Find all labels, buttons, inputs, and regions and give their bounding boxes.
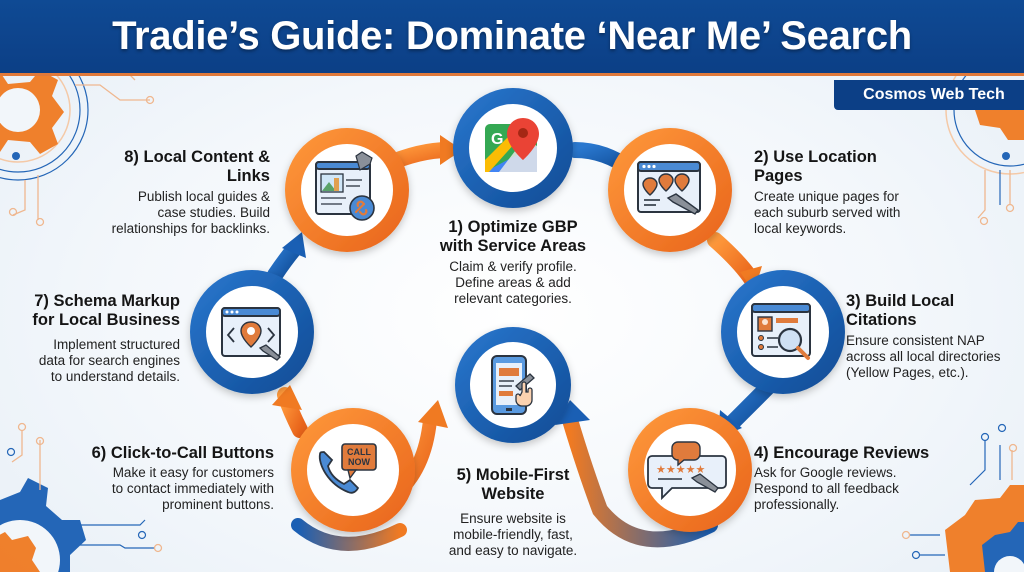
step-4-title: 4) Encourage Reviews — [754, 444, 930, 462]
step-8: 8) Local Content & Links Publish local g… — [80, 148, 270, 237]
step-2-description: Create unique pages for each suburb serv… — [754, 188, 901, 236]
step-1: 1) Optimize GBP with Service Areas Claim… — [428, 218, 598, 307]
step-3-description: Ensure consistent NAP across all local d… — [846, 332, 1001, 380]
svg-text:NOW: NOW — [348, 457, 371, 467]
content-link-icon — [315, 151, 375, 221]
mobile-phone-icon — [491, 355, 535, 415]
step-5: 5) Mobile-First Website Ensure website i… — [428, 466, 598, 559]
call-now-icon: CALL NOW — [318, 443, 377, 494]
step-2: 2) Use Location Pages Create unique page… — [754, 148, 954, 237]
svg-text:G: G — [491, 131, 503, 148]
gear-bottom-left-icon — [0, 422, 163, 572]
step-4-description: Ask for Google reviews. Respond to all f… — [754, 465, 899, 513]
step-7-title: 7) Schema Markup for Local Business — [32, 292, 180, 330]
step-8-description: Publish local guides & case studies. Bui… — [111, 188, 270, 236]
gear-bottom-right-icon — [901, 423, 1024, 572]
step-1-title: 1) Optimize GBP with Service Areas — [439, 218, 587, 256]
step-3-title: 3) Build Local Citations — [846, 292, 955, 330]
step-6-description: Make it easy for customers to contact im… — [111, 465, 274, 513]
directory-search-icon — [751, 303, 811, 360]
review-stars-icon: ★★★★★ — [647, 441, 727, 501]
location-pages-icon — [637, 161, 701, 215]
step-4: 4) Encourage Reviews Ask for Google revi… — [754, 444, 954, 513]
step-3: 3) Build Local Citations Ensure consiste… — [846, 292, 1024, 381]
svg-text:CALL: CALL — [347, 447, 371, 457]
step-5-title: 5) Mobile-First Website — [456, 466, 570, 504]
header-banner: Tradie’s Guide: Dominate ‘Near Me’ Searc… — [0, 0, 1024, 76]
step-6-title: 6) Click-to-Call Buttons — [91, 444, 274, 462]
schema-code-icon — [221, 307, 281, 361]
step-2-title: 2) Use Location Pages — [754, 148, 877, 186]
brand-tag: Cosmos Web Tech — [834, 80, 1024, 110]
google-maps-icon: G — [485, 118, 539, 172]
step-1-description: Claim & verify profile. Define areas & a… — [449, 258, 577, 306]
step-8-title: 8) Local Content & Links — [124, 148, 270, 186]
step-5-description: Ensure website is mobile-friendly, fast,… — [448, 510, 578, 558]
step-6: 6) Click-to-Call Buttons Make it easy fo… — [60, 444, 274, 513]
svg-text:★★★★★: ★★★★★ — [656, 463, 705, 476]
gear-top-left-icon — [0, 39, 155, 227]
step-7-description: Implement structured data for search eng… — [38, 336, 180, 384]
step-7: 7) Schema Markup for Local Business Impl… — [10, 292, 180, 385]
page-title: Tradie’s Guide: Dominate ‘Near Me’ Searc… — [112, 14, 912, 58]
arrow-4-to-5 — [562, 412, 718, 548]
